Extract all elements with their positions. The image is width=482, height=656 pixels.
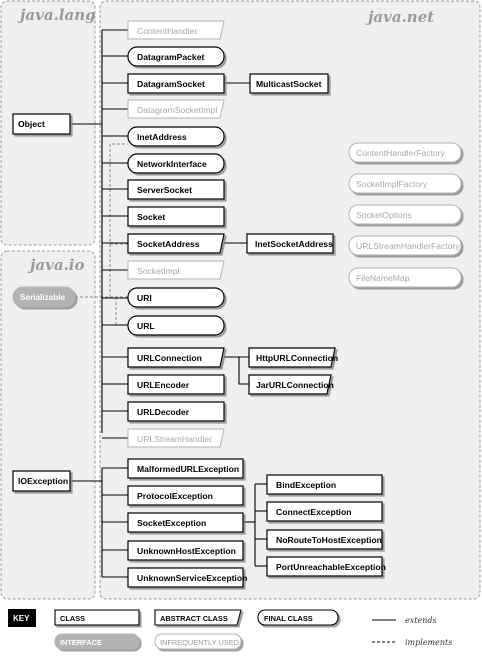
key-class-label: CLASS <box>60 614 85 623</box>
class-jarurlconnection-label: JarURLConnection <box>256 380 334 390</box>
class-urldecoder-label: URLDecoder <box>137 407 190 417</box>
java-io-title: java.io <box>27 256 85 274</box>
class-urlconnection-label: URLConnection <box>137 353 202 363</box>
class-jarurlconnection <box>248 374 332 395</box>
class-urlstreamhandler <box>127 428 225 448</box>
interface-contenthandlerfactory <box>348 142 462 163</box>
interface-socketoptions <box>348 204 462 225</box>
class-urlconnection <box>127 347 225 368</box>
class-httpurlconnection <box>248 347 336 368</box>
class-portunreachableexception-label: PortUnreachableException <box>276 562 386 572</box>
key-abstract-class-box <box>154 609 242 626</box>
class-ioexception-label: IOException <box>18 476 68 486</box>
key-interface-label: INTERFACE <box>60 638 102 647</box>
key-implements-label: implements <box>405 638 452 647</box>
key-infrequently-used-box <box>154 633 242 650</box>
class-socketexception-label: SocketException <box>137 518 206 528</box>
class-unknownserviceexception <box>127 567 244 588</box>
interface-serializable-label: Serializable <box>20 293 66 302</box>
class-urlencoder-label: URLEncoder <box>137 380 190 390</box>
extends-lines <box>71 29 267 578</box>
class-malformedurlexception <box>127 458 244 479</box>
key-title: KEY <box>13 614 30 623</box>
class-bindexception-label: BindException <box>276 480 336 490</box>
class-datagrampacket <box>127 46 225 67</box>
class-inetsocketaddress <box>246 233 334 254</box>
key-abstract-class-label: ABSTRACT CLASS <box>160 614 228 623</box>
class-datagramsocket-label: DatagramSocket <box>137 79 205 89</box>
key-extends-label: extends <box>405 616 437 625</box>
class-serversocket <box>127 179 225 200</box>
class-datagramsocket <box>127 73 225 94</box>
class-socketimpl-label: SocketImpl <box>137 266 180 276</box>
class-inetaddress <box>127 126 225 147</box>
class-urlstreamhandler-label: URLStreamHandler <box>137 434 212 444</box>
interface-socketimplfactory-label: SocketImplFactory <box>356 179 428 189</box>
class-unknownserviceexception-label: UnknownServiceException <box>137 573 247 583</box>
key-badge <box>8 609 36 627</box>
class-object-label: Object <box>18 119 45 129</box>
class-socketimpl <box>127 260 225 280</box>
key-class-box <box>54 609 140 626</box>
java-net-title: java.net <box>365 8 434 26</box>
class-noroutetohostexception <box>266 529 383 550</box>
class-ioexception <box>12 470 71 492</box>
java-lang-title: java.lang <box>17 6 96 24</box>
class-bindexception <box>266 474 383 495</box>
class-multicastsocket-label: MulticastSocket <box>256 79 322 89</box>
class-networkinterface <box>127 153 225 174</box>
class-datagrampacket-label: DatagramPacket <box>137 52 204 62</box>
class-inetsocketaddress-label: InetSocketAddress <box>255 239 333 249</box>
class-networkinterface-label: NetworkInterface <box>137 159 207 169</box>
class-object <box>12 113 71 135</box>
class-contenthandler <box>127 20 225 40</box>
interface-urlstreamhandlerfactory <box>348 235 462 256</box>
class-connectexception <box>266 501 383 522</box>
class-inetaddress-label: InetAddress <box>137 132 187 142</box>
class-connectexception-label: ConnectException <box>276 507 351 517</box>
class-httpurlconnection-label: HttpURLConnection <box>256 353 338 363</box>
interface-filenamemap-label: FileNameMap <box>356 273 410 283</box>
class-socket <box>127 206 225 227</box>
key-final-class-box <box>257 609 339 626</box>
class-uri <box>127 287 225 308</box>
legend: KEY CLASS ABSTRACT CLASS FINAL CLASS INT… <box>8 609 452 650</box>
interface-filenamemap <box>348 267 462 288</box>
class-uri-label: URI <box>137 293 152 303</box>
class-unknownhostexception-label: UnknownHostException <box>137 546 236 556</box>
class-urldecoder <box>127 401 225 422</box>
class-datagramsocketimpl <box>127 99 225 119</box>
class-socket-label: Socket <box>137 212 165 222</box>
class-portunreachableexception <box>266 556 383 577</box>
class-datagramsocketimpl-label: DatagramSocketImpl <box>137 105 217 115</box>
class-unknownhostexception <box>127 540 244 561</box>
interface-socketoptions-label: SocketOptions <box>356 210 412 220</box>
class-malformedurlexception-label: MalformedURLException <box>137 464 239 474</box>
class-socketaddress-label: SocketAddress <box>137 239 200 249</box>
key-interface-box <box>54 633 140 650</box>
interface-urlstreamhandlerfactory-label: URLStreamHandlerFactory <box>356 241 460 251</box>
class-protocolexception-label: ProtocolException <box>137 491 213 501</box>
class-noroutetohostexception-label: NoRouteToHostException <box>276 535 382 545</box>
class-protocolexception <box>127 485 244 506</box>
class-socketexception <box>127 512 244 533</box>
class-urlencoder <box>127 374 225 395</box>
class-serversocket-label: ServerSocket <box>137 185 192 195</box>
class-multicastsocket <box>249 73 329 94</box>
key-infrequently-used-label: INFREQUENTLY USED <box>160 638 239 647</box>
java-io-package-region <box>0 250 96 600</box>
class-socketaddress <box>127 233 225 254</box>
class-url-label: URL <box>137 321 155 331</box>
class-url <box>127 315 225 336</box>
interface-serializable <box>12 286 76 308</box>
class-contenthandler-label: ContentHandler <box>137 26 197 36</box>
key-final-class-label: FINAL CLASS <box>264 614 313 623</box>
interface-contenthandlerfactory-label: ContentHandlerFactory <box>356 148 446 158</box>
interface-socketimplfactory <box>348 173 462 194</box>
